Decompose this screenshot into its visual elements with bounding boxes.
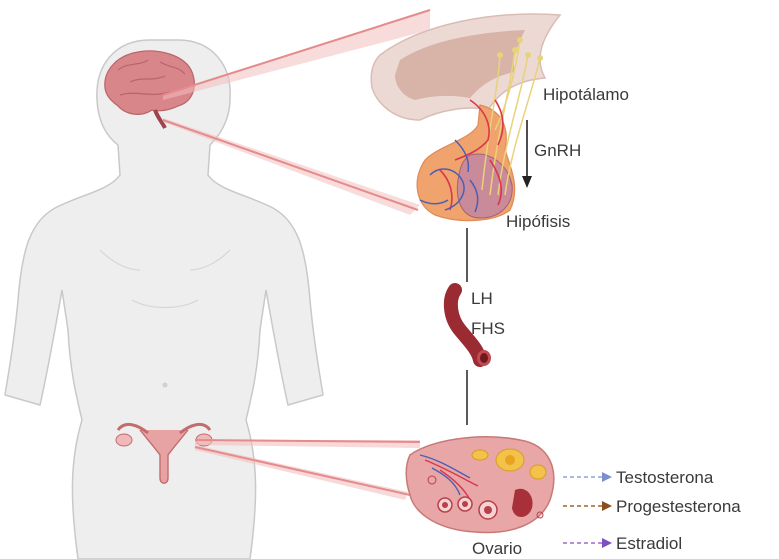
fhs-label: FHS <box>471 320 505 337</box>
ovary-label: Ovario <box>472 540 522 557</box>
lh-label: LH <box>471 290 493 307</box>
pituitary-label: Hipófisis <box>506 213 570 230</box>
legend-label: Estradiol <box>616 535 682 552</box>
legend-label: Testosterona <box>616 469 713 486</box>
ovary-illustration <box>406 437 554 533</box>
gnrh-arrow <box>522 120 532 188</box>
legend-label: Progestesterona <box>616 498 741 515</box>
hypothalamus-label: Hipotálamo <box>543 86 629 103</box>
legend-item-progesterone: Progestesterona <box>562 496 741 516</box>
dashed-arrow-icon <box>562 499 612 513</box>
gnrh-label: GnRH <box>534 142 581 159</box>
legend-item-testosterone: Testosterona <box>562 467 713 487</box>
legend-item-estradiol: Estradiol <box>562 533 682 553</box>
dashed-arrow-icon <box>562 470 612 484</box>
dashed-arrow-icon <box>562 536 612 550</box>
hypothalamus-pituitary-illustration <box>371 14 560 221</box>
